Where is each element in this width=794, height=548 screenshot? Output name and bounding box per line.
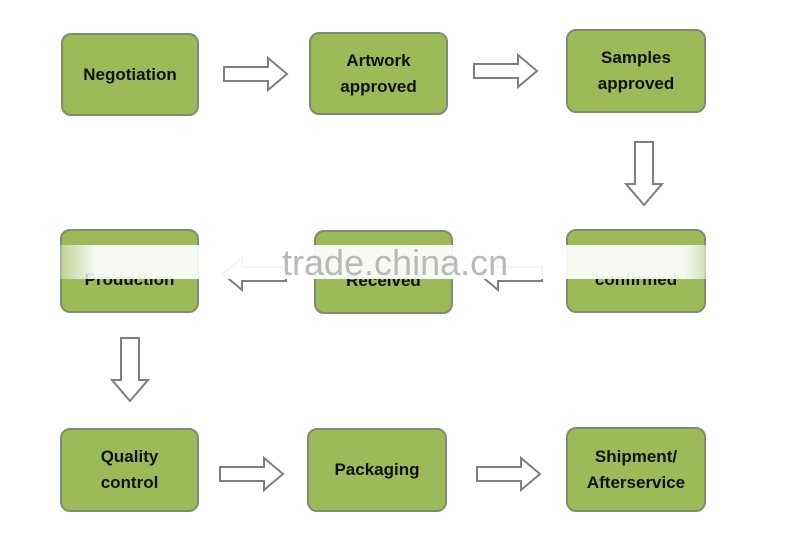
arrow-right-icon xyxy=(476,456,542,492)
node-packaging: Packaging xyxy=(307,428,447,512)
node-negotiation: Negotiation xyxy=(61,33,199,116)
node-artwork-label-line1: Artwork xyxy=(346,50,411,70)
arrow-right-icon xyxy=(223,56,289,92)
node-artwork-label-line2: approved xyxy=(340,76,417,96)
watermark-band xyxy=(40,245,740,279)
node-quality-label-line2: control xyxy=(100,473,159,492)
arrow-right-icon xyxy=(473,53,539,89)
node-shipment: Shipment/ Afterservice xyxy=(566,427,706,512)
node-quality-label-line1: Quality xyxy=(100,447,159,466)
node-artwork-approved: Artwork approved xyxy=(309,32,448,115)
node-samples-label-line2: approved xyxy=(597,74,675,93)
node-packaging-label: Packaging xyxy=(334,460,420,479)
node-negotiation-label: Negotiation xyxy=(83,64,177,84)
watermark-text: trade.china.cn xyxy=(282,242,509,283)
arrow-down-icon xyxy=(110,337,150,403)
node-shipment-label-line1: Shipment/ xyxy=(594,446,678,466)
node-quality-control: Quality control xyxy=(60,428,199,512)
arrow-down-icon xyxy=(624,141,664,207)
node-samples-label-line1: Samples xyxy=(601,48,671,67)
node-shipment-label-line2: Afterservice xyxy=(586,472,686,492)
arrow-right-icon xyxy=(219,456,285,492)
node-samples-approved: Samples approved xyxy=(566,29,706,113)
